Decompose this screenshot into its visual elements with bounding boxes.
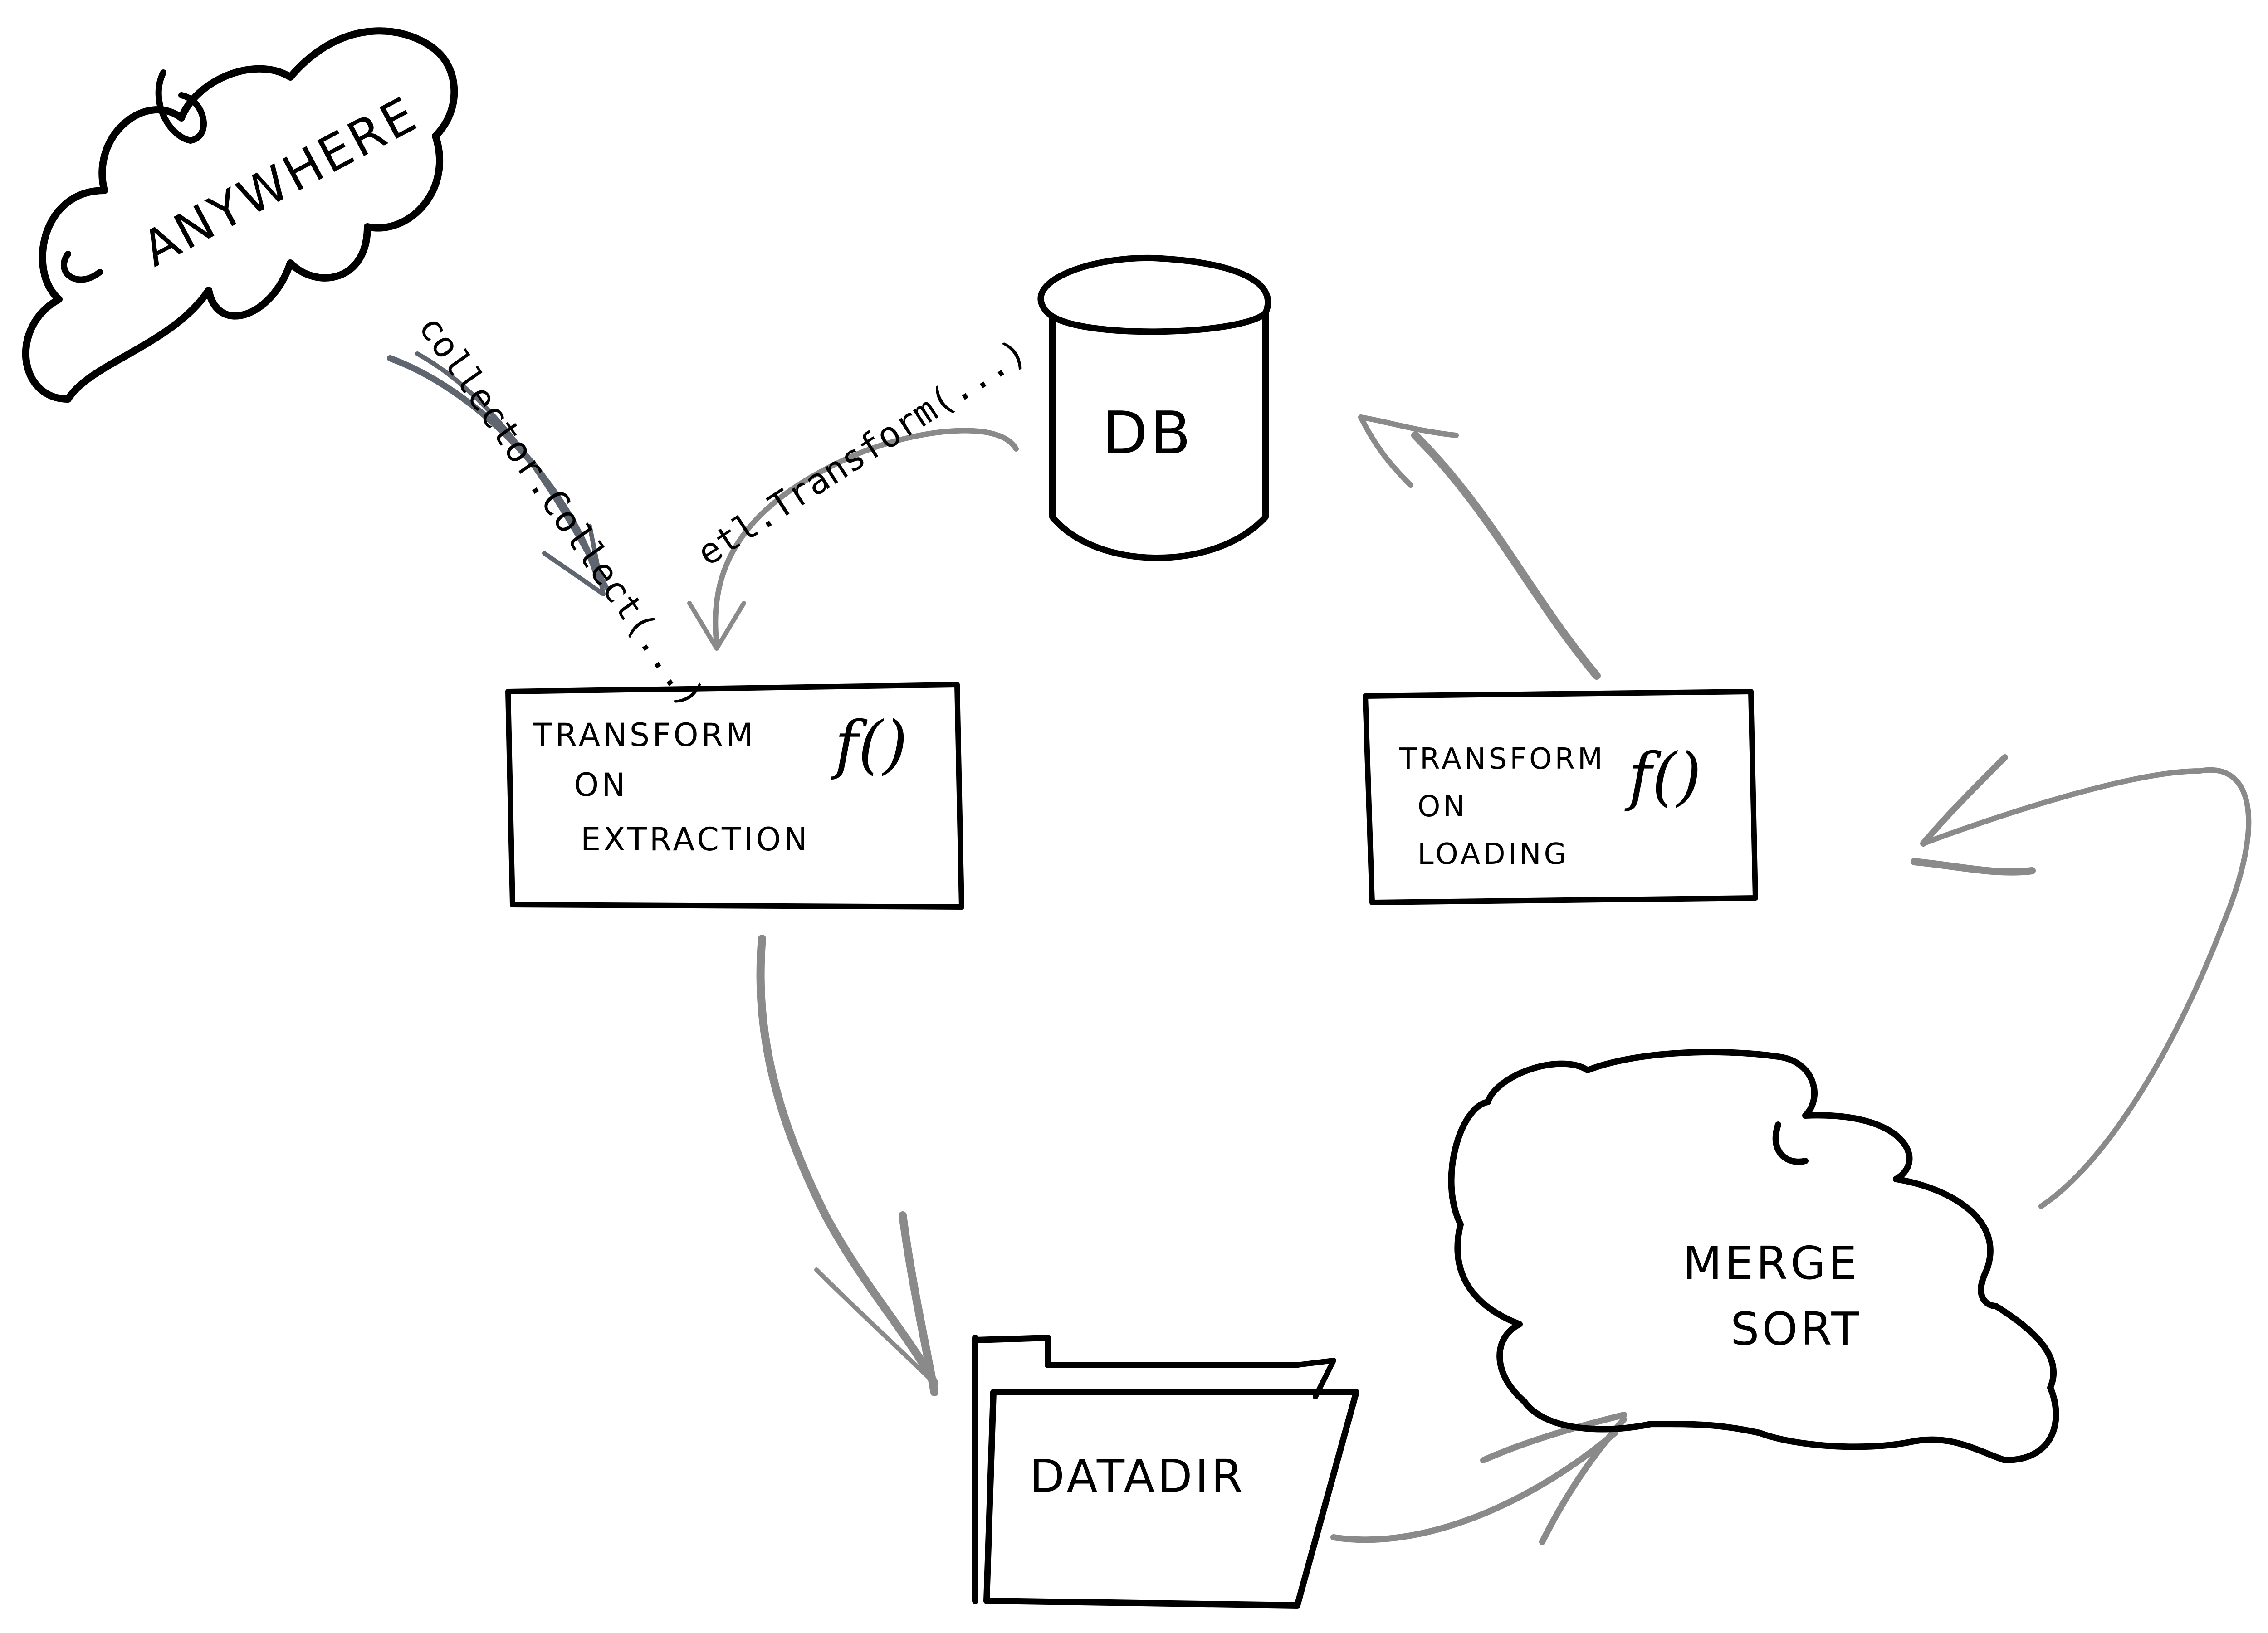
datadir-folder: DATADIR [972, 1335, 1359, 1609]
mergesort-to-loading-arrow [1911, 754, 2252, 1209]
etl-transform-arrow: etl.Transform(...) [687, 331, 1034, 651]
merge-sort-line-1: MERGE [1683, 1237, 1860, 1290]
merge-sort-cloud: MERGE SORT [1448, 1049, 2059, 1463]
transform-loading-line-1: TRANSFORM [1399, 742, 1605, 776]
loading-to-db-arrow [1358, 414, 1601, 680]
merge-sort-line-2: SORT [1730, 1302, 1862, 1355]
collect-label: collector.Collect(...) [410, 308, 712, 715]
datadir-to-mergesort-arrow [1330, 1412, 1627, 1545]
anywhere-cloud: ANYWHERE [22, 27, 458, 403]
transform-loading-fn: f() [1624, 740, 1701, 814]
transform-loading-line-3: LOADING [1418, 838, 1569, 871]
transform-loading-line-2: ON [1418, 790, 1467, 824]
extraction-to-datadir-arrow [756, 935, 938, 1396]
transform-extraction-fn: f() [831, 708, 908, 782]
datadir-label: DATADIR [1030, 1450, 1246, 1503]
transform-on-extraction-box: TRANSFORM ON EXTRACTION f() [505, 682, 964, 910]
transform-on-loading-box: TRANSFORM ON LOADING f() [1363, 689, 1758, 905]
collect-arrow: collector.Collect(...) [387, 308, 713, 715]
transform-extraction-line-1: TRANSFORM [533, 717, 756, 754]
db-cylinder: DB [1037, 254, 1271, 561]
transform-extraction-line-3: EXTRACTION [581, 821, 810, 858]
db-label: DB [1102, 399, 1193, 468]
etl-transform-label: etl.Transform(...) [690, 331, 1034, 574]
transform-extraction-line-2: ON [574, 766, 628, 804]
